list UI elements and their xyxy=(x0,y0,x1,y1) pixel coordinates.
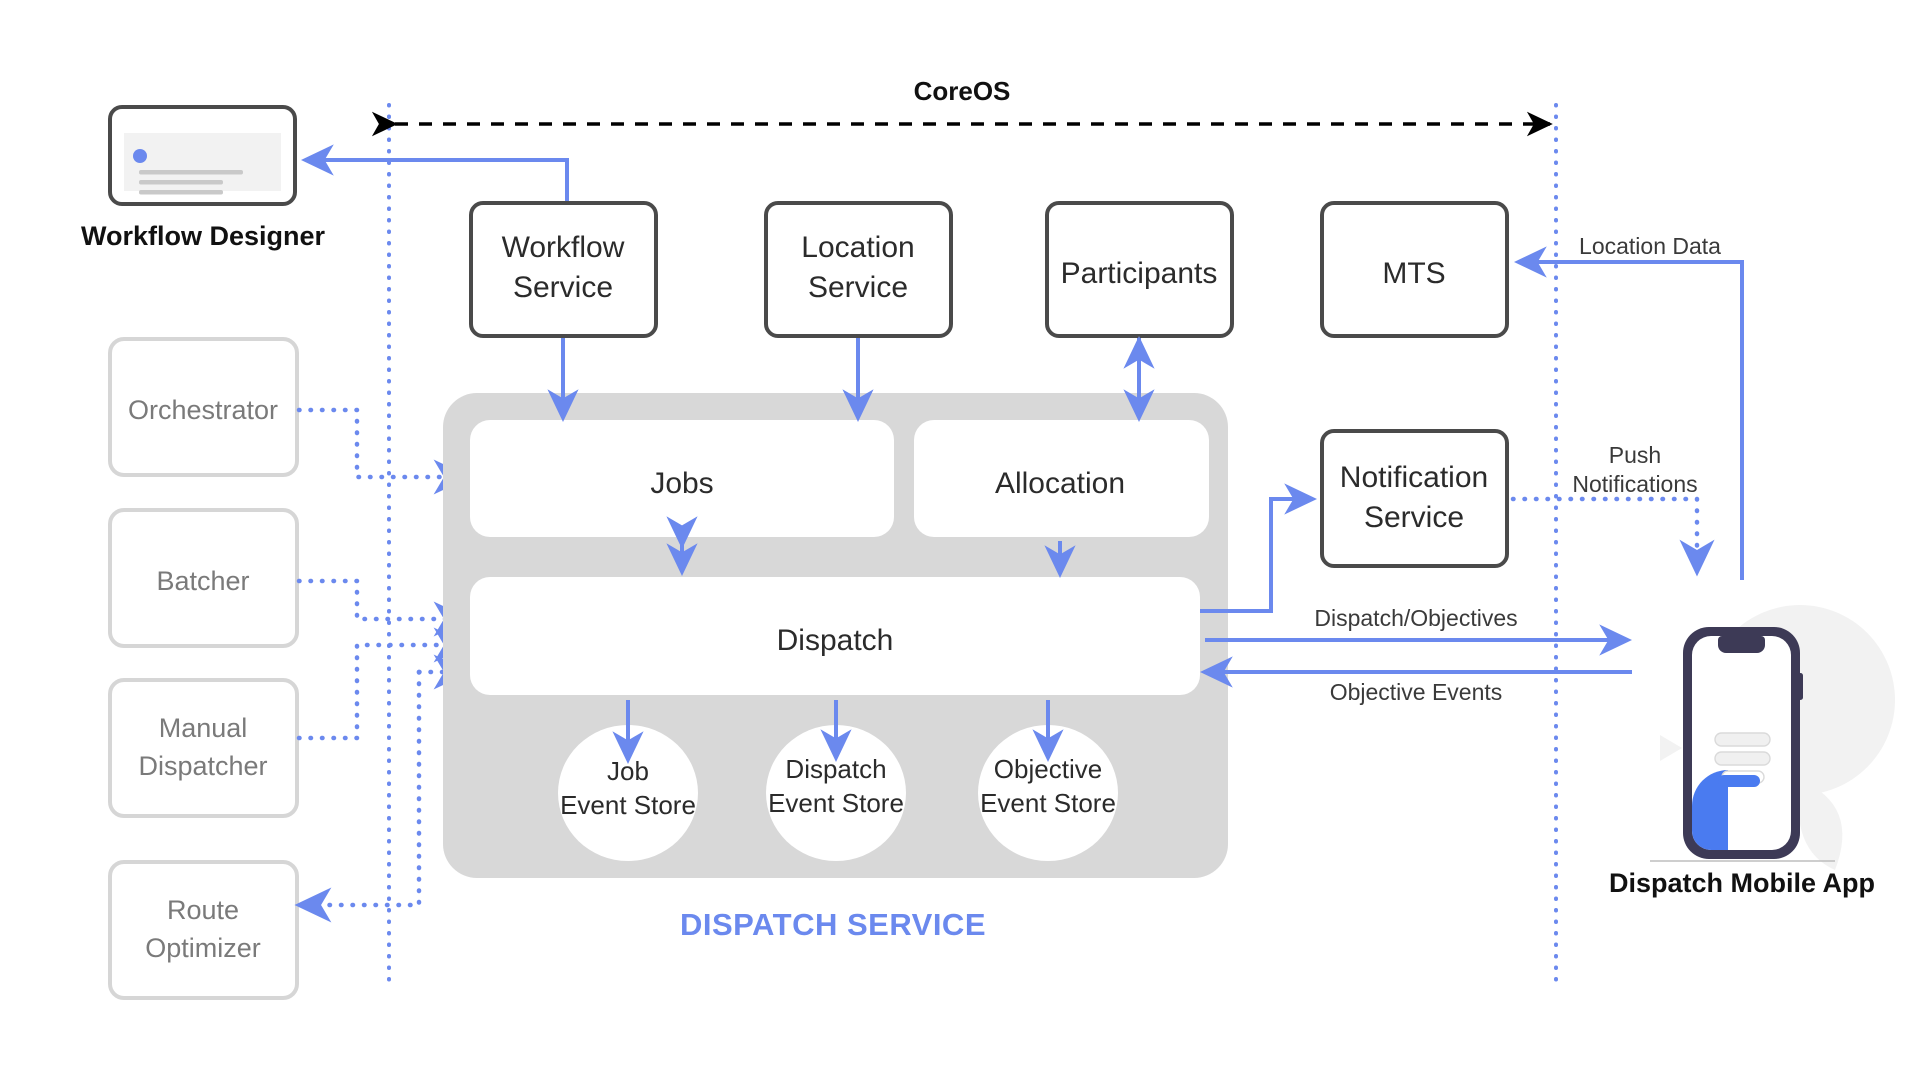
mts-label: MTS xyxy=(1382,257,1445,290)
edge-dispatch-to-route-optimizer xyxy=(294,669,422,923)
location-service-label-line1: Location xyxy=(801,231,914,264)
mobile-app-illustration[interactable] xyxy=(1640,605,1895,870)
service-box-location-service[interactable]: Location Service xyxy=(764,201,953,338)
manual-dispatcher-label-line1: Manual xyxy=(159,713,248,743)
location-service-label-line2: Service xyxy=(808,271,908,304)
notification-service-label-line2: Service xyxy=(1364,501,1464,534)
batcher-label: Batcher xyxy=(156,566,249,596)
participants-label: Participants xyxy=(1061,257,1218,290)
mobile-app-caption: Dispatch Mobile App xyxy=(1609,868,1875,898)
service-box-workflow-service[interactable]: Workflow Service xyxy=(469,201,658,338)
external-box-route-optimizer[interactable]: Route Optimizer xyxy=(108,860,299,1000)
event-store-objective[interactable]: Objective Event Store xyxy=(978,725,1118,861)
allocation-label: Allocation xyxy=(995,467,1125,500)
edge-manual-dispatcher-to-dispatch xyxy=(296,627,471,741)
edge-mobile-to-mts-location-data xyxy=(1513,246,1744,580)
workflow-designer-caption: Workflow Designer xyxy=(81,221,326,251)
external-box-orchestrator[interactable]: Orchestrator xyxy=(108,337,299,477)
service-box-mts[interactable]: MTS xyxy=(1320,201,1509,338)
jobs-label: Jobs xyxy=(650,467,713,500)
location-data-label: Location Data xyxy=(1579,233,1721,259)
service-box-notification-service[interactable]: Notification Service xyxy=(1320,429,1509,568)
dispatch-label: Dispatch xyxy=(777,624,894,657)
push-notifications-label-line1: Push xyxy=(1609,442,1661,468)
coreos-boundary: CoreOS xyxy=(371,76,1558,984)
edge-dispatch-to-notification-service xyxy=(1200,483,1318,613)
workflow-service-label-line1: Workflow xyxy=(502,231,625,264)
edge-batcher-to-dispatch xyxy=(296,578,471,637)
dispatch-objectives-label: Dispatch/Objectives xyxy=(1314,605,1517,631)
objective-event-store-line1: Objective xyxy=(994,754,1102,784)
edge-workflow-service-to-designer xyxy=(300,144,569,209)
external-box-batcher[interactable]: Batcher xyxy=(108,508,299,648)
workflow-designer-card[interactable] xyxy=(108,105,297,206)
core-module-jobs[interactable]: Jobs xyxy=(470,420,894,537)
notification-service-label-line1: Notification xyxy=(1340,461,1488,494)
job-event-store-line2: Event Store xyxy=(560,790,696,820)
designer-dot-icon xyxy=(133,149,147,163)
coreos-label: CoreOS xyxy=(914,76,1011,106)
edge-notification-service-to-mobile xyxy=(1510,496,1715,577)
job-event-store-line1: Job xyxy=(607,756,649,786)
workflow-service-label-line2: Service xyxy=(513,271,613,304)
push-notifications-label-line2: Notifications xyxy=(1572,471,1697,497)
dispatch-event-store-line2: Event Store xyxy=(768,788,904,818)
service-box-participants[interactable]: Participants xyxy=(1045,201,1234,338)
event-store-job[interactable]: Job Event Store xyxy=(558,725,698,861)
objective-event-store-line2: Event Store xyxy=(980,788,1116,818)
orchestrator-label: Orchestrator xyxy=(128,395,278,425)
route-optimizer-label-line2: Optimizer xyxy=(145,933,261,963)
objective-events-label: Objective Events xyxy=(1330,679,1503,705)
manual-dispatcher-label-line2: Dispatcher xyxy=(138,751,267,781)
core-module-allocation[interactable]: Allocation xyxy=(914,420,1209,537)
dispatch-event-store-line1: Dispatch xyxy=(785,754,886,784)
edge-orchestrator-to-jobs xyxy=(296,407,471,495)
core-module-dispatch[interactable]: Dispatch xyxy=(470,577,1200,695)
route-optimizer-label-line1: Route xyxy=(167,895,239,925)
external-box-manual-dispatcher[interactable]: Manual Dispatcher xyxy=(108,678,299,818)
dispatch-service-title: DISPATCH SERVICE xyxy=(680,907,986,942)
